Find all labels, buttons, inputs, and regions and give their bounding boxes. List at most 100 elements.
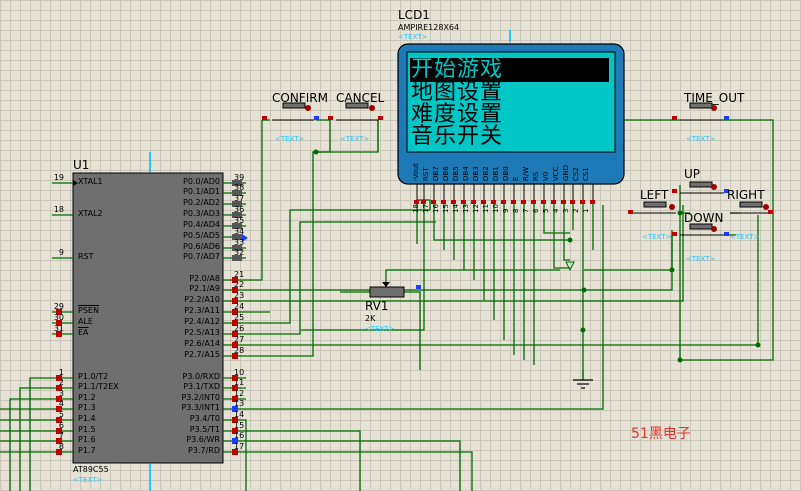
pot-ref: RV1 [365,299,389,313]
lcd-pin-number: 17 [422,204,430,213]
lcd-pin-number: 18 [412,204,420,213]
mcu-right-pin-name: P3.4/T0 [189,414,220,423]
mcu-left-pin-name: XTAL1 [78,177,103,186]
mcu-model: AT89C55 [73,465,109,474]
mcu-right-pin-number: 26 [234,324,245,333]
mcu-right-pin-name: P0.5/AD5 [183,231,220,240]
mcu-left-pin-name: P1.5 [78,425,96,434]
mcu-text-tag: <TEXT> [73,476,103,484]
mcu-right-pin-number: 11 [234,378,245,387]
potentiometer-pin [416,285,421,289]
right-button-label[interactable]: RIGHT [727,188,765,202]
button-up-graphic[interactable] [672,181,729,194]
mcu-left-pin-number: 29 [53,302,64,311]
mcu-right-pin-name: P2.6/A14 [184,339,220,348]
timeout-text-tag: <TEXT> [686,135,716,143]
left-button-label[interactable]: LEFT [640,188,669,202]
mcu-right-pin-number: 36 [234,205,245,214]
lcd-pin-number: 15 [442,204,450,213]
mcu-left-pin-name: P1.1/T2EX [78,382,119,391]
mcu-right-pin-name: P0.2/AD2 [183,198,220,207]
mcu-left-pin-name: RST [78,252,94,261]
lcd-pin-label: DB7 [432,166,440,181]
cancel-text-tag: <TEXT> [340,135,370,143]
lcd-pin-label: R/W [522,166,530,181]
lcd-pin-number: 12 [472,204,480,213]
mcu-left-pin-name: ALE [78,317,93,326]
mcu-right-pin-name: P0.0/AD0 [183,177,220,186]
mcu-left-pin-number: 1 [58,368,64,377]
lcd-pin-number: 16 [432,204,440,213]
mcu-right-pin-name: P3.0/RXD [182,372,220,381]
mcu-body[interactable] [72,172,224,464]
mcu-right-pin-name: P0.1/AD1 [183,187,220,196]
mcu-right-pin-number: 13 [234,399,245,408]
mcu-right-pin-name: P2.3/A11 [184,306,220,315]
mcu-left-pin-name: P1.4 [78,414,96,423]
mcu-left-pin-number: 18 [53,205,64,214]
mcu-right-pin-name: P3.6/WR [186,435,220,444]
lcd-ref: LCD1 [398,8,430,22]
lcd-selected-row [410,58,609,82]
lcd-pin-label: DB4 [462,166,470,181]
right-text-tag: <TEXT> [730,233,760,241]
mcu-right-pin-name: P3.3/INT1 [181,403,220,412]
mcu-right-pin-number: 16 [234,431,245,440]
mcu-left-pin-name: EA [78,328,89,337]
mcu-right-pin-number: 25 [234,313,245,322]
potentiometer-wiper [382,282,390,287]
mcu-left-pin-name: PSEN [78,306,99,315]
lcd-pin-label: DB0 [502,166,510,181]
confirm-text-tag: <TEXT> [275,135,305,143]
lcd-pin-number: 3 [562,208,570,213]
lcd-pin-number: 13 [462,204,470,213]
mcu-left-pin-name: P1.6 [78,435,96,444]
lcd-pin-number: 1 [582,208,590,213]
mcu-right-pin-name: P0.6/AD6 [183,242,220,251]
mcu-left-pin-name: P1.3 [78,403,96,412]
button-cancel-graphic[interactable] [328,102,383,121]
lcd-menu-item-1: 开始游戏 [411,57,504,82]
button-down-graphic[interactable] [672,223,729,236]
mcu-right-pin-name: P2.7/A15 [184,350,220,359]
mcu-right-pin-name: P2.4/A12 [184,317,220,326]
pot-text-tag: <TEXT> [365,325,395,333]
watermark-text: 51黑电子 [631,426,691,442]
button-left-graphic[interactable] [628,201,676,214]
timeout-button-label[interactable]: TIME_OUT [684,91,745,105]
lcd-menu-item-4: 音乐开关 [411,124,504,149]
button-timeout-graphic[interactable] [672,102,729,121]
down-text-tag: <TEXT> [686,255,716,263]
up-button-label[interactable]: UP [684,167,701,181]
button-confirm-graphic[interactable] [262,102,319,126]
confirm-button-label[interactable]: CONFIRM [272,91,328,105]
lcd-pin-number: 11 [482,204,490,213]
mcu-right-pin-name: P3.2/INT0 [181,393,220,402]
lcd-pin-label: V0 [542,171,550,181]
lcd-pin-label: GND [562,164,570,181]
down-button-label[interactable]: DOWN [684,211,724,225]
mcu-right-pin-number: 22 [234,280,245,289]
lcd-pin-label: CS2 [572,167,580,181]
mcu-left-pin-name: XTAL2 [78,209,103,218]
mcu-left-pin-name: P1.7 [78,446,96,455]
button-right-graphic[interactable] [730,201,773,214]
potentiometer-body[interactable] [369,286,405,298]
mcu-right-pin-number: 15 [234,421,245,430]
lcd-pin-number: 6 [532,208,540,213]
mcu-right-pin-number: 35 [234,216,245,225]
lcd-pin-number: 7 [522,208,530,213]
mcu-right-pin-number: 14 [234,410,245,419]
lcd-pin-label: DB5 [452,166,460,181]
mcu-left-pin-number: 3 [58,389,64,398]
lcd-pin-label: -Vout [412,163,420,181]
power-symbol [565,261,575,272]
mcu-pin-markers [56,180,248,455]
mcu-left-pin-number: 30 [53,313,64,322]
mcu-left-pin-number: 2 [58,378,64,387]
cancel-button-label[interactable]: CANCEL [336,91,385,105]
lcd-menu-item-3: 难度设置 [411,102,504,127]
mcu-ref: U1 [73,158,90,172]
lcd-pin-markers [414,200,595,204]
